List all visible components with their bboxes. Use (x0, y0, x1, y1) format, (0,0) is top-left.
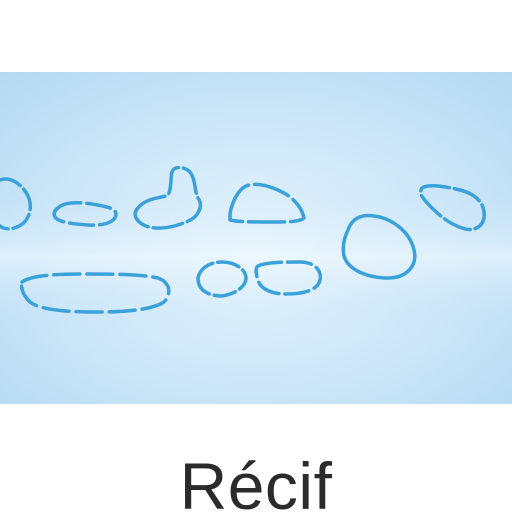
reef-icon (0, 72, 512, 404)
reef-rock-5 (341, 213, 417, 280)
reef-rock-4 (228, 182, 306, 224)
word-label: Récif (179, 449, 333, 512)
water-highlight (0, 182, 512, 332)
reef-rock-6 (419, 184, 486, 232)
reef-rock-2 (52, 201, 118, 227)
reef-illustration (0, 72, 512, 404)
reef-rock-8 (196, 260, 248, 298)
reef-rock-1 (0, 177, 33, 231)
reef-rock-3 (133, 165, 203, 230)
reef-rock-9 (254, 260, 323, 296)
reef-rock-7 (19, 272, 171, 314)
